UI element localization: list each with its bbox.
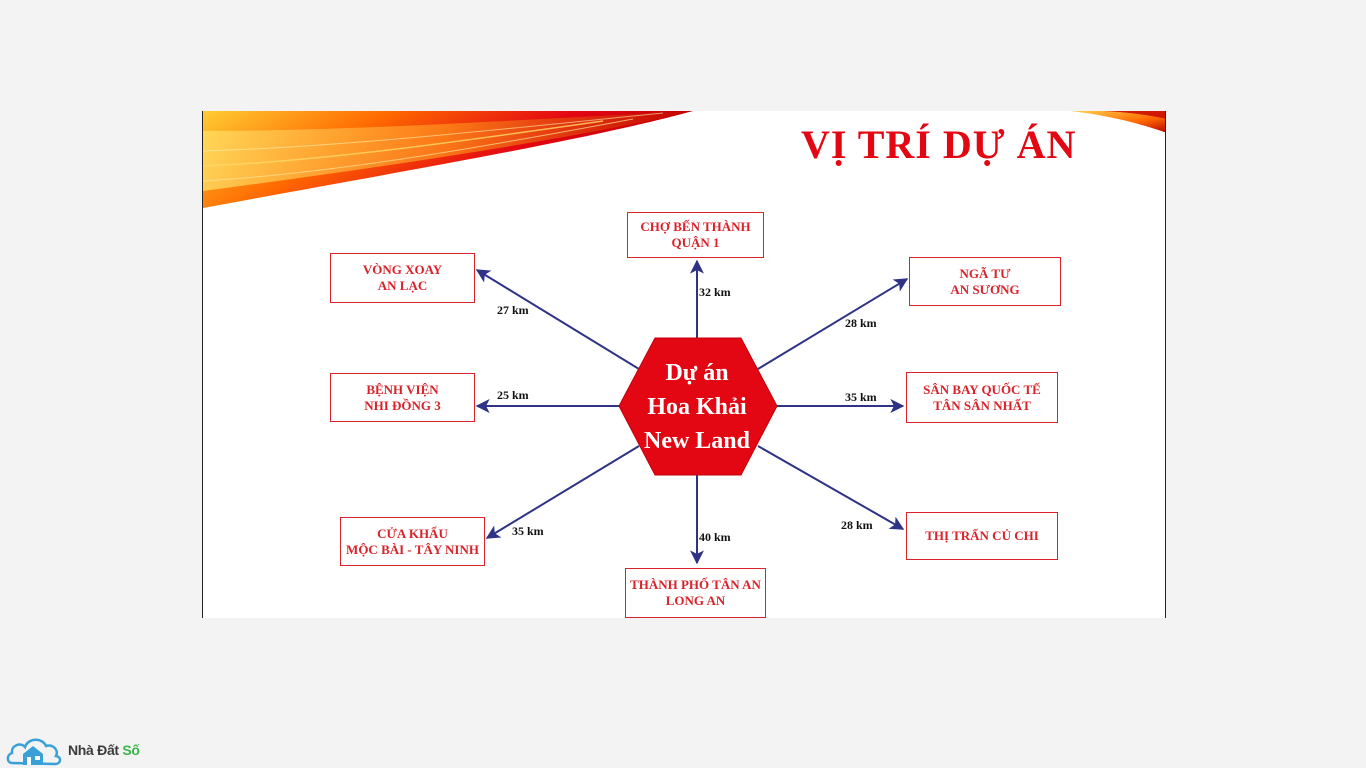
slide: VỊ TRÍ DỰ ÁN Dự án Hoa Khải New Land CHỢ…: [202, 111, 1166, 618]
center-line-3: New Land: [643, 427, 751, 454]
watermark-logo: Nhà Đất Số: [6, 733, 140, 767]
ribbon-decoration-right: [1071, 111, 1165, 133]
distance-nhi-dong-3: 25 km: [497, 388, 529, 402]
center-project-label: Dự án Hoa Khải New Land: [621, 338, 773, 475]
arrow-cu-chi: [757, 445, 905, 530]
destination-cu-chi: THỊ TRẤN CỦ CHI: [906, 512, 1058, 560]
slide-graphics: [203, 111, 1165, 565]
distance-nga-tu-an-suong: 28 km: [845, 316, 877, 330]
destination-nhi-dong-3: BỆNH VIỆN NHI ĐỒNG 3: [330, 373, 475, 422]
distance-moc-bai: 35 km: [512, 524, 544, 538]
house-cloud-icon: [6, 738, 62, 766]
destination-cho-ben-thanh: CHỢ BẾN THÀNH QUẬN 1: [627, 212, 764, 258]
watermark-text: Nhà Đất Số: [68, 742, 140, 758]
arrows: [475, 259, 909, 565]
center-hexagon: [618, 337, 778, 476]
arrow-moc-bai: [485, 445, 640, 539]
destination-san-bay: SÂN BAY QUỐC TẾ TÂN SÂN NHẤT: [906, 372, 1058, 423]
distance-tan-an: 40 km: [699, 530, 731, 544]
destination-tan-an: THÀNH PHỐ TÂN AN LONG AN: [625, 568, 766, 618]
center-line-2: Hoa Khải: [647, 393, 747, 420]
arrow-vong-xoay-an-lac: [475, 269, 640, 370]
distance-vong-xoay-an-lac: 27 km: [497, 303, 529, 317]
distance-san-bay: 35 km: [845, 390, 877, 404]
arrow-nga-tu-an-suong: [757, 278, 909, 370]
center-line-1: Dự án: [665, 359, 729, 386]
slide-title: VỊ TRÍ DỰ ÁN: [801, 122, 1077, 167]
ribbon-decoration-left: [203, 111, 693, 208]
destination-nga-tu-an-suong: NGÃ TƯ AN SƯƠNG: [909, 257, 1061, 306]
destination-vong-xoay-an-lac: VÒNG XOAY AN LẠC: [330, 253, 475, 303]
distance-cho-ben-thanh: 32 km: [699, 285, 731, 299]
destination-moc-bai: CỬA KHẨU MỘC BÀI - TÂY NINH: [340, 517, 485, 566]
distance-cu-chi: 28 km: [841, 518, 873, 532]
